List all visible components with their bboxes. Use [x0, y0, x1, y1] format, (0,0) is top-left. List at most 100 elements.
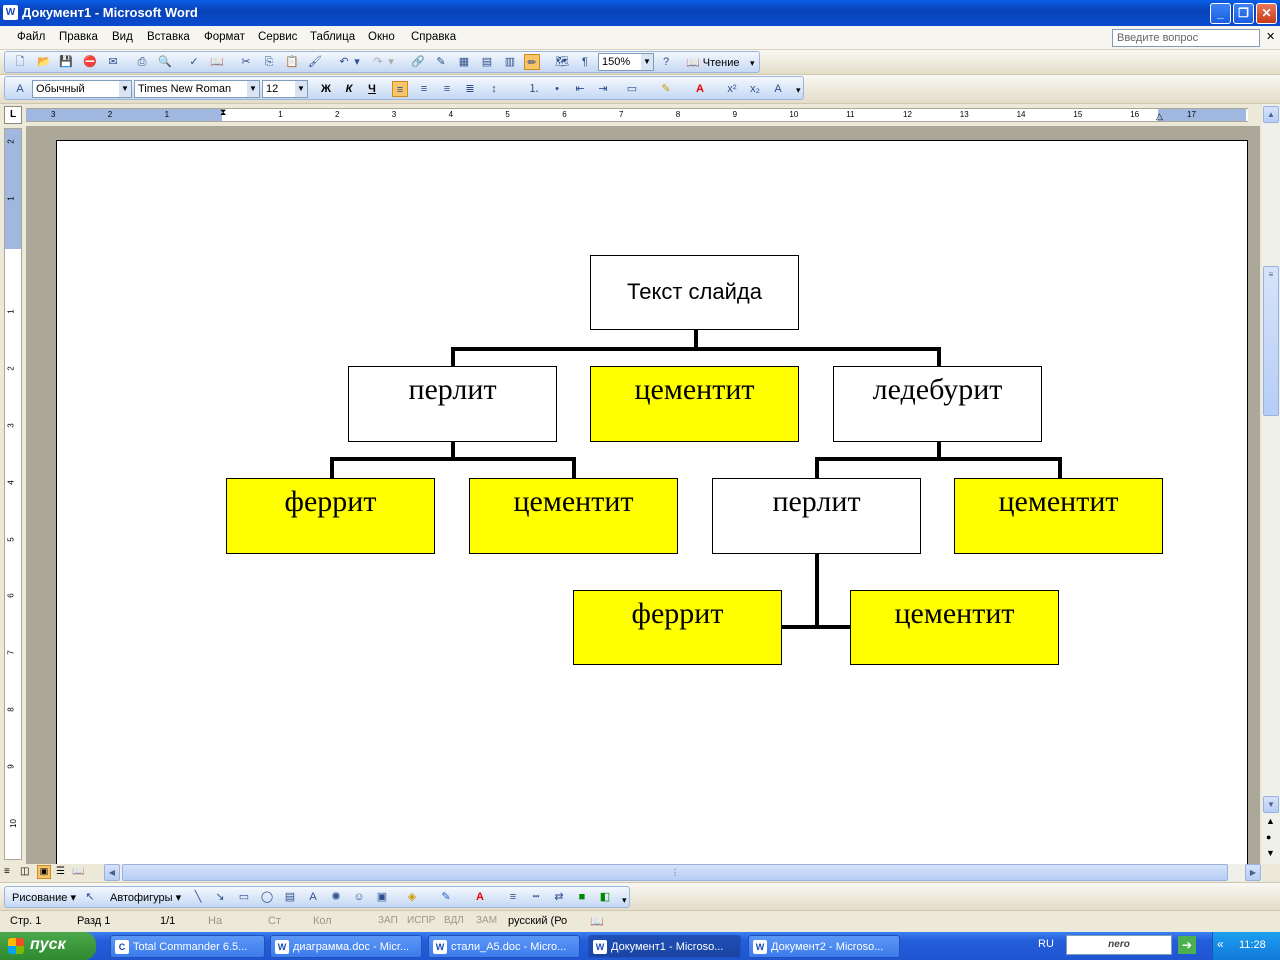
- wordart-icon[interactable]: A: [309, 891, 317, 903]
- font-size-select[interactable]: 12▼: [262, 80, 308, 98]
- browse-object-icon[interactable]: ●: [1266, 832, 1272, 842]
- open-icon[interactable]: 📂: [37, 56, 51, 68]
- clipart-icon[interactable]: ☺: [353, 891, 365, 903]
- diagram-node-root[interactable]: Текст слайда: [590, 255, 799, 330]
- status-track[interactable]: ИСПР: [407, 915, 436, 926]
- borders-icon[interactable]: ▭: [626, 83, 638, 95]
- print-layout-icon[interactable]: ▣: [37, 865, 51, 879]
- style-select[interactable]: Обычный▼: [32, 80, 132, 98]
- diagram-node[interactable]: цементит: [850, 590, 1059, 665]
- diagram-node[interactable]: перлит: [348, 366, 557, 442]
- select-objects-icon[interactable]: ↖: [85, 891, 95, 903]
- clock[interactable]: 11:28: [1239, 939, 1266, 951]
- menu-help[interactable]: Справка: [411, 31, 457, 43]
- subscript-icon[interactable]: x₂: [750, 83, 760, 95]
- decrease-indent-icon[interactable]: ⇤: [575, 83, 585, 95]
- permission-icon[interactable]: ⛔: [83, 56, 97, 68]
- go-arrow-icon[interactable]: ➔: [1178, 936, 1196, 954]
- tables-borders-icon[interactable]: ✎: [436, 56, 446, 68]
- normal-view-icon[interactable]: ≡: [4, 866, 10, 877]
- justify-icon[interactable]: ≣: [465, 83, 475, 95]
- font-select[interactable]: Times New Roman▼: [134, 80, 260, 98]
- print-icon[interactable]: ⎙: [137, 56, 147, 68]
- hyperlink-icon[interactable]: 🔗: [411, 56, 425, 68]
- format-painter-icon[interactable]: 🖌: [308, 56, 322, 68]
- scroll-down-icon[interactable]: ▼: [1263, 796, 1279, 813]
- scroll-left-icon[interactable]: ◀: [104, 864, 120, 881]
- close-document-icon[interactable]: ✕: [1266, 31, 1276, 43]
- rectangle-icon[interactable]: ▭: [238, 891, 250, 903]
- align-left-icon[interactable]: ≡: [392, 81, 408, 97]
- zoom-select[interactable]: 150%▼: [598, 53, 654, 71]
- paste-icon[interactable]: 📋: [285, 56, 299, 68]
- next-page-icon[interactable]: ▼: [1266, 848, 1275, 858]
- undo-icon[interactable]: ↶: [339, 56, 349, 68]
- vertical-scrollbar[interactable]: ▲ ≡ ▼ ▲ ● ▼: [1262, 104, 1280, 864]
- status-overtype[interactable]: ЗАМ: [476, 915, 498, 926]
- print-preview-icon[interactable]: 🔍: [158, 56, 172, 68]
- autoshapes-button[interactable]: Автофигуры ▾: [110, 892, 182, 904]
- arrow-style-icon[interactable]: ⇄: [554, 891, 564, 903]
- line-style-icon[interactable]: ≡: [509, 891, 517, 903]
- line-color-icon[interactable]: ✎: [441, 891, 451, 903]
- menu-tools[interactable]: Сервис: [258, 31, 298, 43]
- diagram-node[interactable]: перлит: [712, 478, 921, 554]
- diagram-node[interactable]: цементит: [469, 478, 678, 554]
- read-button[interactable]: 📖 Чтение: [686, 57, 740, 69]
- menu-view[interactable]: Вид: [112, 31, 133, 43]
- redo-icon[interactable]: ↷: [373, 56, 383, 68]
- numbering-icon[interactable]: ⒈: [528, 83, 540, 95]
- help-search-input[interactable]: Введите вопрос: [1112, 29, 1260, 47]
- show-hide-icon[interactable]: ¶: [582, 56, 588, 68]
- diagram-node[interactable]: ледебурит: [833, 366, 1042, 442]
- align-center-icon[interactable]: ≡: [420, 83, 428, 95]
- right-indent-marker-icon[interactable]: △: [1156, 111, 1163, 121]
- redo-dropdown-icon[interactable]: ▾: [388, 56, 394, 68]
- diagram-node[interactable]: цементит: [954, 478, 1163, 554]
- cut-icon[interactable]: ✂: [241, 56, 251, 68]
- columns-icon[interactable]: ▥: [504, 56, 516, 68]
- status-extend[interactable]: ВДЛ: [444, 915, 464, 926]
- status-rec[interactable]: ЗАП: [378, 915, 398, 926]
- insert-excel-icon[interactable]: ▤: [481, 56, 493, 68]
- toolbar-options-icon[interactable]: ▾: [796, 85, 801, 95]
- diagram-node[interactable]: цементит: [590, 366, 799, 442]
- menu-insert[interactable]: Вставка: [147, 31, 190, 43]
- horizontal-scrollbar[interactable]: ◀ ⋮ ▶: [104, 864, 1262, 881]
- diagram-icon[interactable]: ✺: [331, 891, 341, 903]
- scroll-thumb[interactable]: ≡: [1263, 266, 1279, 416]
- diagram-node[interactable]: феррит: [226, 478, 435, 554]
- maximize-button[interactable]: ❐: [1233, 3, 1254, 24]
- dash-style-icon[interactable]: ┅: [532, 891, 540, 903]
- menu-edit[interactable]: Правка: [59, 31, 98, 43]
- line-icon[interactable]: ╲: [194, 891, 202, 903]
- reading-view-icon[interactable]: 📖: [72, 866, 85, 877]
- underline-button[interactable]: Ч: [368, 83, 376, 95]
- insert-table-icon[interactable]: ▦: [458, 56, 470, 68]
- tab-selector[interactable]: L: [4, 106, 22, 124]
- menu-file[interactable]: Файл: [17, 31, 46, 43]
- highlight-icon[interactable]: ✎: [661, 83, 671, 95]
- italic-button[interactable]: К: [345, 83, 353, 95]
- draw-font-color-icon[interactable]: A: [476, 891, 484, 903]
- nero-search-box[interactable]: nero: [1066, 935, 1172, 955]
- menu-window[interactable]: Окно: [368, 31, 395, 43]
- word-icon[interactable]: W: [3, 5, 18, 20]
- fill-color-icon[interactable]: ◈: [407, 891, 417, 903]
- scroll-right-icon[interactable]: ▶: [1245, 864, 1261, 881]
- horizontal-scroll-thumb[interactable]: ⋮: [122, 864, 1228, 881]
- toolbar-options-icon[interactable]: ▾: [750, 58, 755, 68]
- diagram-node[interactable]: феррит: [573, 590, 782, 665]
- shadow-icon[interactable]: ■: [578, 891, 586, 903]
- menu-table[interactable]: Таблица: [310, 31, 356, 43]
- spelling-icon[interactable]: ✓: [189, 56, 199, 68]
- increase-indent-icon[interactable]: ⇥: [598, 83, 608, 95]
- draw-menu-button[interactable]: Рисование ▾: [12, 892, 76, 904]
- document-page[interactable]: Текст слайда перлит цементит ледебурит ф…: [56, 140, 1248, 864]
